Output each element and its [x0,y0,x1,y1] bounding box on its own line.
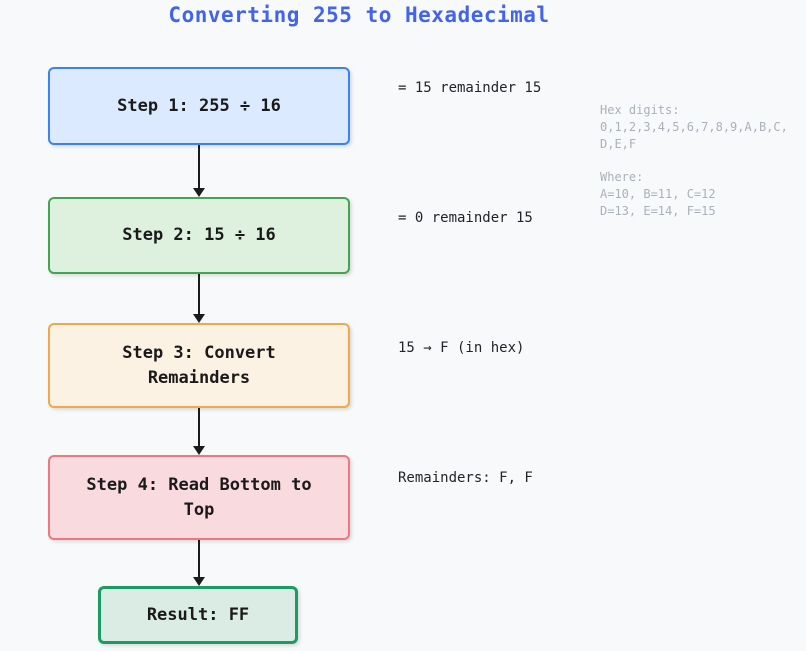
hex-digits-block: Hex digits: 0,1,2,3,4,5,6,7,8,9,A,B,C, D… [600,102,800,153]
note-line: Hex digits: [600,103,680,117]
result-label: Result: FF [146,605,250,625]
step-3-annotation: 15 → F (in hex) [398,340,525,356]
step-3-box: Step 3: Convert Remainders [48,323,350,408]
step-4-annotation: Remainders: F, F [398,470,533,486]
note-line: Where: [600,170,644,184]
step-4-label: Step 4: Read Bottom to Top [86,474,312,520]
step-1-label: Step 1: 255 ÷ 16 [117,95,281,116]
result-box: Result: FF [98,586,298,644]
diagram-title: Converting 255 to Hexadecimal [168,3,550,27]
note-line: D,E,F [600,137,637,151]
hex-reference-note: Hex digits: 0,1,2,3,4,5,6,7,8,9,A,B,C, D… [600,102,800,220]
down-arrow-icon [193,274,205,323]
note-line: A=10, B=11, C=12 [600,187,716,201]
step-2-label: Step 2: 15 ÷ 16 [122,225,276,245]
down-arrow-icon [193,408,205,455]
note-line: D=13, E=14, F=15 [600,204,716,218]
step-1-box: Step 1: 255 ÷ 16 [48,67,350,145]
down-arrow-icon [193,540,205,586]
step-4-box: Step 4: Read Bottom to Top [48,455,350,540]
step-3-label: Step 3: Convert Remainders [122,342,276,388]
down-arrow-icon [193,145,205,197]
step-2-annotation: = 0 remainder 15 [398,210,533,226]
step-2-box: Step 2: 15 ÷ 16 [48,197,350,274]
where-block: Where: A=10, B=11, C=12 D=13, E=14, F=15 [600,169,800,220]
step-1-annotation: = 15 remainder 15 [398,80,542,96]
note-line: 0,1,2,3,4,5,6,7,8,9,A,B,C, [600,120,788,134]
